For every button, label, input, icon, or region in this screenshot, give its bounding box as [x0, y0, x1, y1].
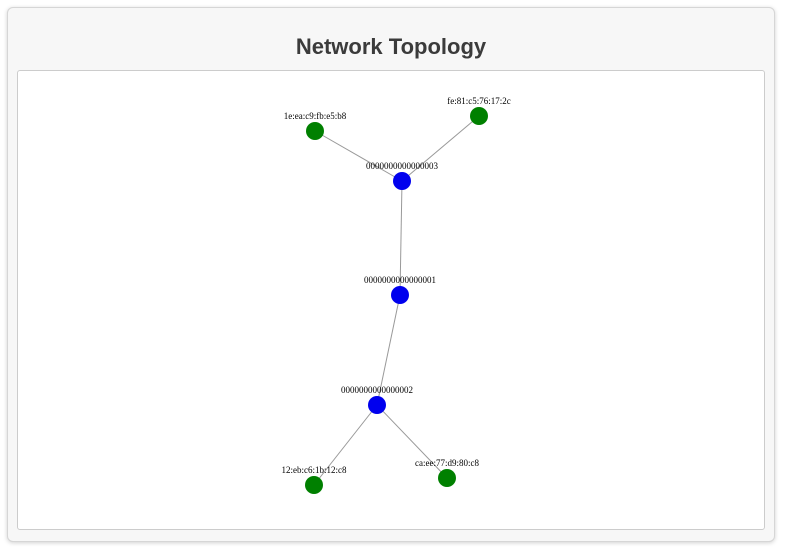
node-label: 0000000000000003 [366, 161, 439, 171]
node-label: 0000000000000001 [364, 275, 436, 285]
node-label: fe:81:c5:76:17:2c [447, 96, 510, 106]
switch-node-sw2[interactable]: 0000000000000002 [341, 385, 413, 414]
host-node-h4[interactable]: ca:ee:77:d9:80:c8 [415, 458, 479, 487]
host-node-h1[interactable]: 1e:ea:c9:fb:e5:b8 [284, 111, 347, 140]
host-node-h3[interactable]: 12:eb:c6:1b:12:c8 [282, 465, 347, 494]
link-h1-sw3 [314, 130, 403, 182]
host-icon[interactable] [305, 476, 323, 494]
link-sw1-sw2 [376, 294, 401, 406]
page-title: Network Topology [295, 34, 487, 59]
switch-icon[interactable] [368, 396, 386, 414]
link-sw2-h3 [313, 404, 378, 486]
links-layer [313, 115, 480, 486]
topology-graph[interactable]: 0000000000000003 0000000000000001 00000000… [18, 71, 764, 529]
switch-icon[interactable] [393, 172, 411, 190]
host-icon[interactable] [306, 122, 324, 140]
host-node-h2[interactable]: fe:81:c5:76:17:2c [447, 96, 511, 125]
link-sw3-sw1 [399, 180, 403, 296]
switch-node-sw3[interactable]: 0000000000000003 [366, 161, 439, 190]
node-label: 0000000000000002 [341, 385, 413, 395]
switch-icon[interactable] [391, 286, 409, 304]
switch-node-sw1[interactable]: 0000000000000001 [364, 275, 436, 304]
host-icon[interactable] [438, 469, 456, 487]
nodes-layer: 0000000000000003 0000000000000001 00000000… [282, 96, 511, 494]
node-label: ca:ee:77:d9:80:c8 [415, 458, 479, 468]
topology-canvas[interactable]: 0000000000000003 0000000000000001 00000000… [17, 70, 765, 530]
host-icon[interactable] [470, 107, 488, 125]
node-label: 1e:ea:c9:fb:e5:b8 [284, 111, 347, 121]
node-label: 12:eb:c6:1b:12:c8 [282, 465, 347, 475]
link-h2-sw3 [401, 115, 480, 182]
link-sw2-h4 [376, 404, 448, 479]
